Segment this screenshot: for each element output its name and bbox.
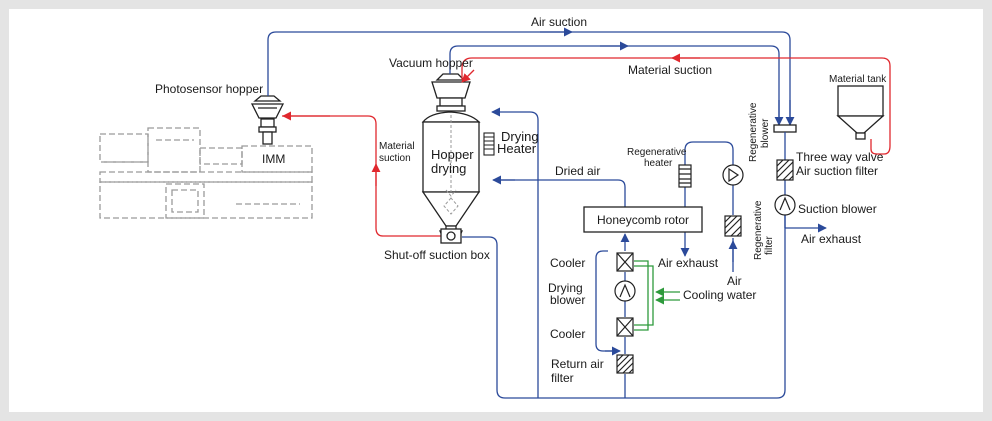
label-regenerative-filter-2: filter: [764, 235, 775, 255]
label-air-exhaust-mid: Air exhaust: [658, 256, 719, 270]
label-regenerative-heater-1: Regenerative: [627, 147, 687, 158]
label-suction-blower: Suction blower: [798, 202, 877, 216]
label-cooling-water: Cooling water: [683, 288, 756, 302]
cooler-bottom: [616, 317, 634, 337]
material-suction-line-top: [461, 57, 891, 155]
shutoff-suction-box: [440, 228, 462, 244]
drying-heater-coil: [483, 132, 495, 156]
drying-blower: [614, 280, 636, 302]
label-imm: IMM: [262, 152, 285, 166]
label-hopper-drying-2: drying: [431, 161, 466, 176]
label-cooler-top: Cooler: [550, 256, 585, 270]
label-drying-blower-1: Drying: [548, 281, 583, 295]
regenerative-blower: [722, 164, 744, 186]
label-hopper-drying-1: Hopper: [431, 147, 474, 162]
material-suction-arrow-hopper: [461, 69, 475, 83]
label-vacuum-hopper: Vacuum hopper: [389, 56, 473, 70]
label-return-air-filter-2: filter: [551, 371, 574, 385]
regenerative-heater-coil: [678, 164, 692, 188]
cooling-water-lines: [634, 260, 680, 331]
label-shutoff-suction-box: Shut-off suction box: [384, 248, 490, 262]
label-regenerative-filter-1: Regenerative: [753, 200, 764, 260]
label-regenerative-blower-2: blower: [760, 118, 771, 148]
label-drying-heater-1: Drying: [501, 129, 539, 144]
regen-loop: [684, 141, 734, 165]
label-regenerative-heater-2: heater: [644, 158, 673, 169]
label-drying-heater-2: Heater: [497, 141, 537, 156]
label-air-exhaust-right: Air exhaust: [801, 232, 862, 246]
imm-machine: [99, 127, 313, 219]
label-three-way-valve: Three way valve: [796, 150, 884, 164]
label-dried-air: Dried air: [555, 164, 600, 178]
regenerative-filter: [724, 215, 742, 237]
label-air-suction: Air suction: [531, 15, 587, 29]
honeycomb-rotor: [583, 206, 703, 233]
dried-air-line: [495, 179, 626, 207]
cooler-top: [616, 252, 634, 272]
label-drying-blower-2: blower: [550, 293, 585, 307]
label-material-suction-side-1: Material: [379, 141, 415, 152]
vacuum-hopper: [431, 73, 471, 112]
label-cooler-bottom: Cooler: [550, 327, 585, 341]
diagram-panel: [9, 9, 983, 412]
label-material-tank: Material tank: [829, 74, 887, 85]
air-suction-line-top: [267, 31, 791, 125]
blower-bypass-loop: [595, 250, 618, 352]
dryer-internal-pipe: [443, 115, 459, 215]
suction-blower: [774, 194, 796, 216]
label-return-air-filter-1: Return air: [551, 357, 604, 371]
air-suction-filter: [776, 159, 794, 181]
label-regenerative-blower-1: Regenerative: [748, 102, 759, 162]
label-material-suction: Material suction: [628, 63, 712, 77]
label-air-suction-filter: Air suction filter: [796, 164, 878, 178]
material-tank: [836, 85, 885, 140]
label-air: Air: [727, 274, 742, 288]
return-air-filter: [616, 354, 634, 374]
three-way-valve: [773, 124, 797, 133]
air-line-bottom-loop: [462, 236, 786, 399]
label-honeycomb-rotor: Honeycomb rotor: [597, 213, 689, 227]
label-photosensor-hopper: Photosensor hopper: [155, 82, 263, 96]
label-material-suction-side-2: suction: [379, 153, 411, 164]
photosensor-hopper: [250, 95, 285, 145]
air-line-dryer-return: [529, 111, 539, 398]
